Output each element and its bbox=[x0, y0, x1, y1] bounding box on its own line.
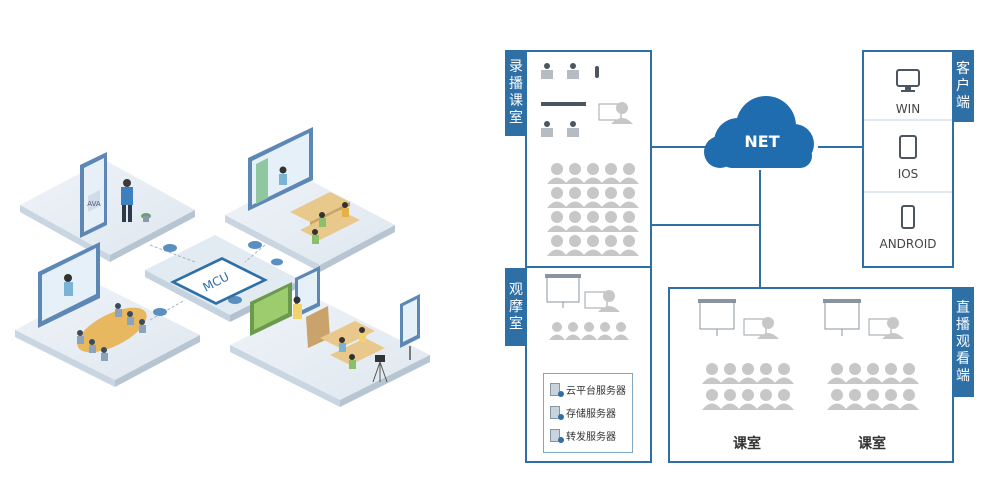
observation-room-tag: 观摩室 bbox=[505, 268, 527, 346]
observation-room-contents bbox=[545, 274, 629, 340]
server-label: 云平台服务器 bbox=[566, 385, 626, 397]
server-icon bbox=[550, 405, 564, 420]
client-devices bbox=[864, 69, 952, 229]
live-viewing-tag: 直播观看端 bbox=[952, 287, 974, 397]
recording-room-tag: 录播课室 bbox=[505, 50, 527, 136]
observation-room-title: 观摩室 bbox=[509, 281, 523, 332]
live-viewing-title: 直播观看端 bbox=[956, 299, 970, 384]
server-label: 转发服务器 bbox=[566, 431, 616, 443]
room-meeting-table bbox=[38, 242, 147, 361]
server-list: 云平台服务器 存储服务器 转发服务器 bbox=[543, 373, 633, 453]
server-item: 转发服务器 bbox=[550, 426, 616, 444]
phone-icon bbox=[901, 205, 915, 229]
room-teacher-board: AVA bbox=[80, 152, 151, 238]
projector-screen-icon bbox=[545, 274, 581, 308]
server-label: 存储服务器 bbox=[566, 408, 616, 420]
switcher-icon bbox=[541, 102, 586, 106]
recording-room-title: 录播课室 bbox=[509, 59, 523, 126]
student-grid bbox=[547, 163, 639, 256]
platform-top-left bbox=[20, 160, 195, 262]
classroom-icon bbox=[823, 299, 919, 410]
tablet-icon bbox=[899, 135, 917, 159]
mcu-box: MCU bbox=[170, 257, 268, 305]
server-item: 云平台服务器 bbox=[550, 380, 626, 398]
teacher-icon bbox=[598, 102, 633, 124]
server-icon bbox=[550, 382, 564, 397]
observer-grid bbox=[549, 322, 629, 340]
device-label-win: WIN bbox=[895, 102, 921, 116]
live-viewing-panel: 课室 课室 bbox=[668, 287, 954, 463]
room-classroom-camera bbox=[250, 266, 420, 383]
net-label: NET bbox=[744, 132, 780, 151]
client-tag: 客户端 bbox=[952, 50, 974, 122]
camera-icon bbox=[541, 63, 599, 79]
classroom-label: 课室 bbox=[733, 436, 761, 452]
net-cloud-icon bbox=[704, 96, 814, 168]
server-item: 存储服务器 bbox=[550, 403, 616, 421]
board-text: AVA bbox=[87, 200, 101, 208]
isometric-classroom-illustration: MCU AVA bbox=[15, 127, 430, 407]
recording-room-contents bbox=[541, 63, 639, 256]
room-students-screen bbox=[248, 127, 360, 244]
recording-room-panel bbox=[525, 50, 652, 268]
teacher-icon bbox=[584, 290, 620, 312]
desktop-icon bbox=[896, 69, 920, 92]
classroom-icon bbox=[698, 299, 794, 410]
server-icon bbox=[550, 428, 564, 443]
device-label-android: ANDROID bbox=[879, 237, 937, 251]
device-label-ios: IOS bbox=[897, 167, 919, 181]
client-panel: WIN IOS ANDROID bbox=[862, 50, 954, 268]
client-title: 客户端 bbox=[956, 60, 970, 111]
classroom-label: 课室 bbox=[858, 436, 886, 452]
